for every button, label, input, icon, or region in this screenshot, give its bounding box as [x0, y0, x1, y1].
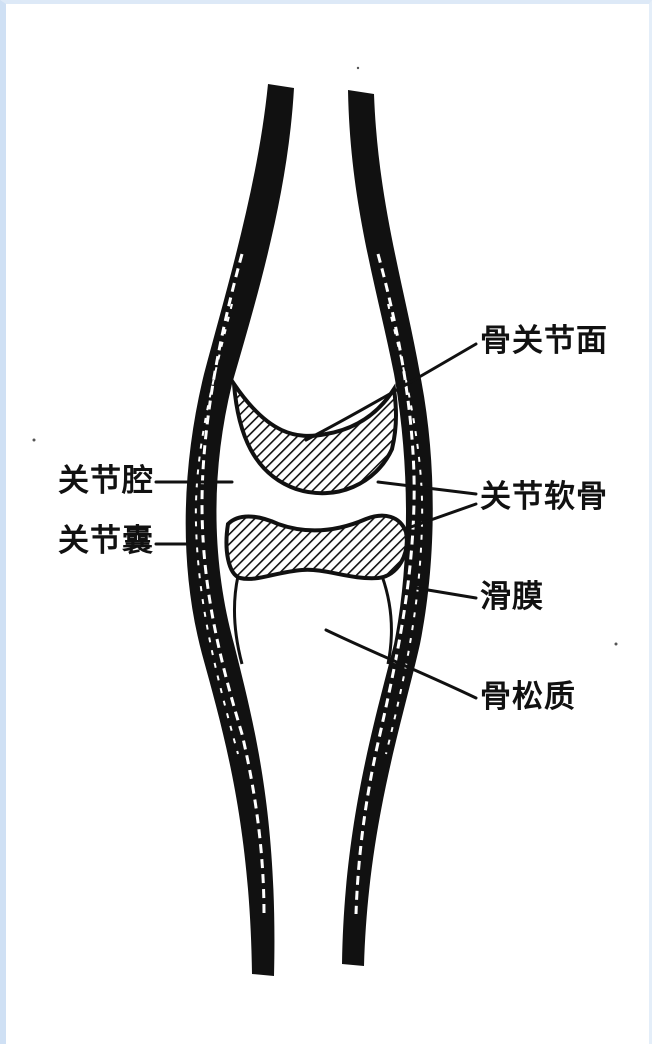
- upper-articular-cartilage: [234, 384, 396, 493]
- label-joint-capsule: 关节囊: [58, 526, 154, 557]
- label-joint-cavity: 关节腔: [58, 466, 154, 497]
- label-synovium: 滑膜: [480, 582, 544, 613]
- label-articular-surface: 骨关节面: [480, 326, 608, 357]
- label-cancellous-bone: 骨松质: [480, 682, 576, 713]
- label-articular-cartilage: 关节软骨: [480, 482, 608, 513]
- lower-articular-cartilage: [227, 516, 407, 579]
